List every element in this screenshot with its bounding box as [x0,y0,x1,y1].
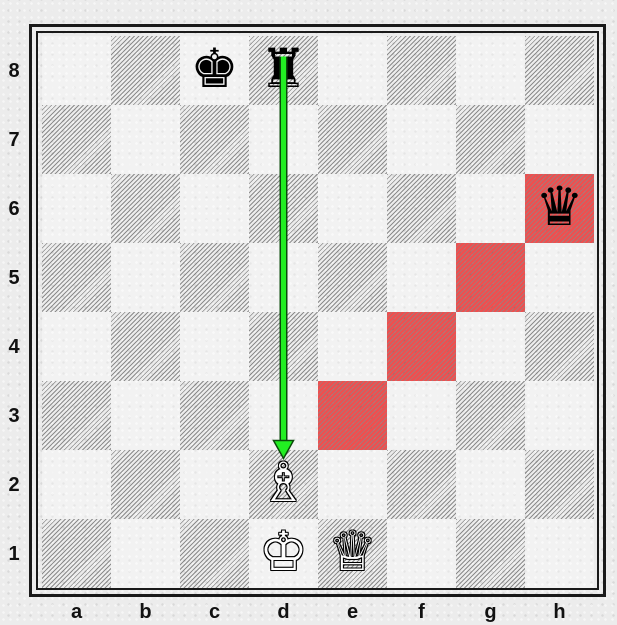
square-g4[interactable] [456,312,525,381]
white-king-piece[interactable]: ♔ [249,519,318,588]
chess-board: ♚♜ ♛ ♗♔♕ [42,36,593,586]
rank-label-5: 5 [6,267,22,290]
square-f1[interactable] [387,519,456,588]
square-f8[interactable] [387,36,456,105]
square-b2[interactable] [111,450,180,519]
black-king-piece[interactable]: ♚ [180,36,249,105]
square-d5[interactable] [249,243,318,312]
square-b7[interactable] [111,105,180,174]
square-b8[interactable] [111,36,180,105]
file-label-b: b [111,601,180,624]
square-a7[interactable] [42,105,111,174]
square-c2[interactable] [180,450,249,519]
square-b4[interactable] [111,312,180,381]
white-bishop-piece[interactable]: ♗ [249,450,318,519]
square-g1[interactable] [456,519,525,588]
file-label-f: f [387,601,456,624]
square-h1[interactable] [525,519,594,588]
square-c1[interactable] [180,519,249,588]
square-c5[interactable] [180,243,249,312]
black-rook-piece[interactable]: ♜ [249,36,318,105]
square-a6[interactable] [42,174,111,243]
square-h7[interactable] [525,105,594,174]
square-b3[interactable] [111,381,180,450]
file-label-c: c [180,601,249,624]
square-g2[interactable] [456,450,525,519]
square-a2[interactable] [42,450,111,519]
square-f4[interactable] [387,312,456,381]
rank-label-4: 4 [6,336,22,359]
file-label-a: a [42,601,111,624]
square-d7[interactable] [249,105,318,174]
square-g5[interactable] [456,243,525,312]
square-b5[interactable] [111,243,180,312]
square-f5[interactable] [387,243,456,312]
file-label-d: d [249,601,318,624]
rank-label-1: 1 [6,543,22,566]
square-h2[interactable] [525,450,594,519]
square-a1[interactable] [42,519,111,588]
square-f7[interactable] [387,105,456,174]
square-e3[interactable] [318,381,387,450]
square-e8[interactable] [318,36,387,105]
square-c3[interactable] [180,381,249,450]
square-c4[interactable] [180,312,249,381]
square-b6[interactable] [111,174,180,243]
square-h4[interactable] [525,312,594,381]
square-a3[interactable] [42,381,111,450]
square-e5[interactable] [318,243,387,312]
square-f6[interactable] [387,174,456,243]
square-g3[interactable] [456,381,525,450]
square-g8[interactable] [456,36,525,105]
square-h5[interactable] [525,243,594,312]
square-a8[interactable] [42,36,111,105]
rank-label-2: 2 [6,474,22,497]
square-g7[interactable] [456,105,525,174]
black-queen-piece[interactable]: ♛ [525,174,594,243]
rank-label-8: 8 [6,60,22,83]
rank-label-7: 7 [6,129,22,152]
rank-label-6: 6 [6,198,22,221]
rank-label-3: 3 [6,405,22,428]
square-e6[interactable] [318,174,387,243]
white-queen-piece[interactable]: ♕ [318,519,387,588]
square-g6[interactable] [456,174,525,243]
square-a5[interactable] [42,243,111,312]
square-f3[interactable] [387,381,456,450]
file-label-h: h [525,601,594,624]
square-c6[interactable] [180,174,249,243]
square-c7[interactable] [180,105,249,174]
square-b1[interactable] [111,519,180,588]
square-d3[interactable] [249,381,318,450]
square-e2[interactable] [318,450,387,519]
square-e4[interactable] [318,312,387,381]
square-d6[interactable] [249,174,318,243]
file-label-e: e [318,601,387,624]
square-f2[interactable] [387,450,456,519]
square-h8[interactable] [525,36,594,105]
square-e7[interactable] [318,105,387,174]
square-a4[interactable] [42,312,111,381]
square-d4[interactable] [249,312,318,381]
file-label-g: g [456,601,525,624]
square-h3[interactable] [525,381,594,450]
